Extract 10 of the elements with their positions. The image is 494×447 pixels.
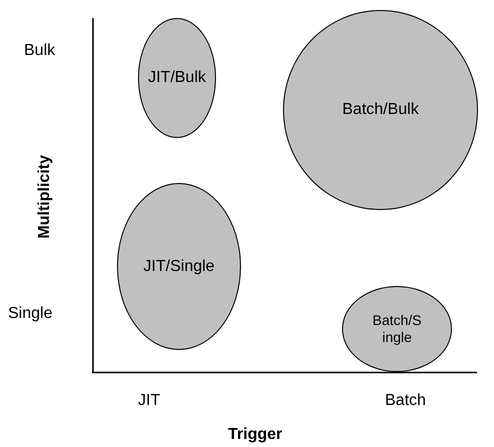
axis-title: Trigger <box>228 426 282 444</box>
axis-category-label: Single <box>8 305 52 323</box>
axis-category-label: JIT <box>138 392 160 410</box>
bubble-label: JIT/Bulk <box>148 68 206 88</box>
bubble-label: JIT/Single <box>143 256 215 276</box>
axis-title: Multiplicity <box>36 155 54 239</box>
bubble-label: Batch/Bulk <box>342 100 419 120</box>
axis-category-label: Batch <box>385 392 426 410</box>
bubble-label: Batch/Single <box>371 312 423 346</box>
axis-category-label: Bulk <box>24 42 56 60</box>
